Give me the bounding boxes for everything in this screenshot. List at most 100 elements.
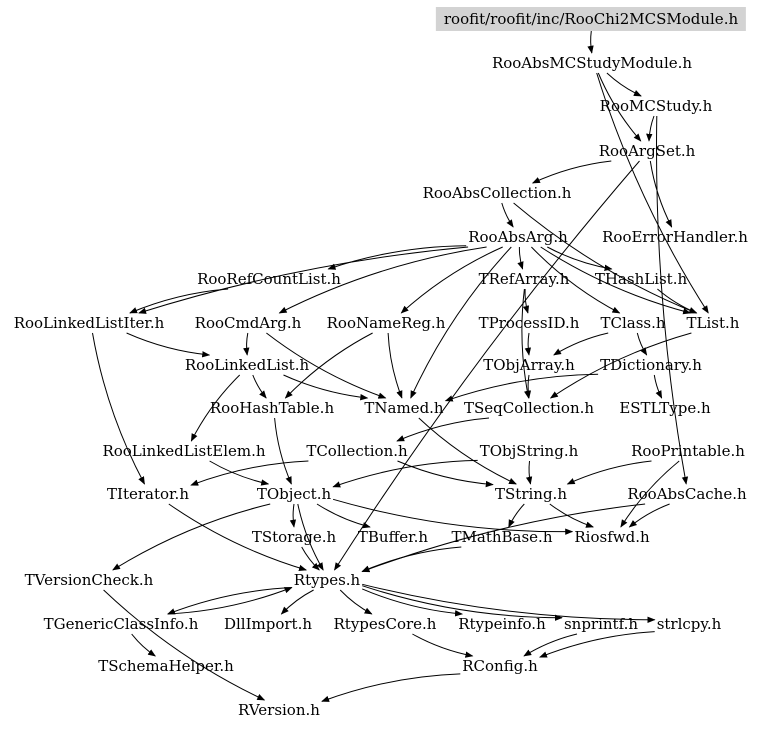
node-rooargset[interactable]: RooArgSet.h <box>598 142 696 160</box>
edge-cmdarg-to-linkedlist <box>243 332 250 356</box>
edge-tmathbase-to-rtypes <box>361 546 462 572</box>
edge-printable-to-riosfwd <box>620 460 680 528</box>
node-tcollection[interactable]: TCollection.h <box>306 442 408 460</box>
node-rooprintable[interactable]: RooPrintable.h <box>631 442 745 460</box>
edge-titerator-to-rtypes <box>168 503 307 572</box>
node-dllimport[interactable]: DllImport.h <box>223 615 313 633</box>
node-roohashtable[interactable]: RooHashTable.h <box>209 399 335 417</box>
edge-tclass-to-tdictionary <box>636 332 648 356</box>
edge-refcountlist-to-linkedlistiter <box>129 288 229 314</box>
node-estltype[interactable]: ESTLType.h <box>619 399 711 417</box>
edge-trefarray-to-tprocessid <box>522 288 530 314</box>
edge-tdictionary-to-estltype <box>653 374 663 399</box>
node-tschemahelper[interactable]: TSchemaHelper.h <box>98 657 234 675</box>
node-roocmdarg[interactable]: RooCmdArg.h <box>194 314 302 332</box>
node-tnamed[interactable]: TNamed.h <box>364 399 444 417</box>
node-roomcstudy[interactable]: RooMCStudy.h <box>599 97 713 115</box>
edge-absarg-to-tnamed <box>410 246 512 399</box>
edge-absmcstudymodule-to-tlist <box>596 72 709 314</box>
edge-rtypes-to-snprintf <box>362 585 563 621</box>
edge-namereg-to-hashtable <box>284 332 373 399</box>
node-rooerrorhandler[interactable]: RooErrorHandler.h <box>602 228 748 246</box>
edge-abscollection-to-tlist <box>513 202 698 314</box>
edge-tcollection-to-tstring <box>397 460 494 488</box>
edge-tobjstring-to-tobject <box>332 459 478 488</box>
node-rversion[interactable]: RVersion.h <box>238 701 320 719</box>
node-snprintf[interactable]: snprintf.h <box>563 615 639 633</box>
edge-absmcstudymodule-to-argset <box>597 72 642 142</box>
edge-rtypes-to-strlcpy <box>362 583 656 624</box>
node-root[interactable]: roofit/roofit/inc/RooChi2MCSModule.h <box>435 7 747 31</box>
edge-tobjstring-to-tstring <box>525 460 533 485</box>
node-rooabscollection[interactable]: RooAbsCollection.h <box>422 184 572 202</box>
edge-rtypes-to-tgenericclassinfo <box>167 587 292 615</box>
node-roolinkedlist[interactable]: RooLinkedList.h <box>184 356 310 374</box>
node-titerator[interactable]: TIterator.h <box>107 485 189 503</box>
node-trefarray[interactable]: TRefArray.h <box>478 270 570 288</box>
edge-tstring-to-tmathbase <box>508 503 525 528</box>
node-rooabsmcstudymodule[interactable]: RooAbsMCStudyModule.h <box>491 54 693 72</box>
edge-printable-to-tstring <box>566 460 652 485</box>
edge-rconfig-to-rversion <box>321 673 461 702</box>
edge-abscollection-to-absarg <box>501 202 514 228</box>
edge-tobject-to-tversioncheck <box>112 503 271 571</box>
node-roolinkedlistiter[interactable]: RooLinkedListIter.h <box>13 314 165 332</box>
node-strlcpy[interactable]: strlcpy.h <box>656 615 722 633</box>
node-rtypeinfo[interactable]: Rtypeinfo.h <box>458 615 546 633</box>
edge-trefarray-to-tseqcollection <box>521 288 531 399</box>
node-roolinkedlistelem[interactable]: RooLinkedListElem.h <box>102 442 266 460</box>
node-tobject[interactable]: TObject.h <box>256 485 332 503</box>
edge-absarg-to-namereg <box>400 246 503 314</box>
node-tstring[interactable]: TString.h <box>495 485 567 503</box>
edge-argset-to-rtypes <box>334 160 640 571</box>
edge-tprocessid-to-tobjarray <box>524 332 531 356</box>
edge-tversioncheck-to-rversion <box>103 589 266 701</box>
edge-absarg-to-cmdarg <box>278 246 487 314</box>
edge-absarg-to-trefarray <box>517 246 524 270</box>
node-roonamereg[interactable]: RooNameReg.h <box>326 314 446 332</box>
edge-absarg-to-refcountlist <box>327 245 467 270</box>
edge-rtypes-to-dllimport <box>280 589 314 615</box>
node-tgenericclassinfo[interactable]: TGenericClassInfo.h <box>43 615 199 633</box>
node-tversioncheck[interactable]: TVersionCheck.h <box>24 571 154 589</box>
node-tmathbase[interactable]: TMathBase.h <box>451 528 553 546</box>
node-tbuffer[interactable]: TBuffer.h <box>357 528 429 546</box>
node-tobjstring[interactable]: TObjString.h <box>479 442 579 460</box>
edge-absarg-to-thashlist <box>547 246 613 271</box>
edge-tclass-to-tobjarray <box>553 332 609 356</box>
edge-tgenericclassinfo-to-tschemahelper <box>131 633 156 657</box>
node-rooabscache[interactable]: RooAbsCache.h <box>627 485 747 503</box>
edge-tdictionary-to-tnamed <box>444 373 599 402</box>
edge-namereg-to-tnamed <box>387 332 403 399</box>
edge-hashtable-to-tobject <box>274 417 292 485</box>
edge-tgenericclassinfo-to-rtypes <box>167 587 293 615</box>
node-rtypescore[interactable]: RtypesCore.h <box>333 615 437 633</box>
node-riosfwd[interactable]: Riosfwd.h <box>574 528 650 546</box>
node-tseqcollection[interactable]: TSeqCollection.h <box>463 399 595 417</box>
edge-absarg-to-tclass <box>531 246 621 314</box>
node-rooabsarg[interactable]: RooAbsArg.h <box>468 228 568 246</box>
node-tlist[interactable]: TList.h <box>686 314 740 332</box>
edge-mcstudy-to-argset <box>646 115 655 142</box>
edge-linkedlistiter-to-linkedlist <box>126 332 211 358</box>
edge-tobject-to-riosfwd <box>332 498 574 535</box>
edge-thashlist-to-tlist <box>657 288 698 314</box>
node-thashlist[interactable]: THashList.h <box>594 270 688 288</box>
edge-rtypes-to-rtypeinfo <box>362 588 463 617</box>
edge-linkedlistelem-to-tobject <box>209 460 270 486</box>
edge-strlcpy-to-rconfig <box>539 631 655 658</box>
node-rtypes[interactable]: Rtypes.h <box>293 571 361 589</box>
node-roorefcountlist[interactable]: RooRefCountList.h <box>197 270 341 288</box>
node-tstorage[interactable]: TStorage.h <box>251 528 337 546</box>
node-tclass[interactable]: TClass.h <box>600 314 666 332</box>
edge-linkedlistiter-to-titerator <box>92 332 145 485</box>
node-tobjarray[interactable]: TObjArray.h <box>483 356 575 374</box>
edge-absarg-to-linkedlistiter <box>138 246 469 314</box>
node-tdictionary[interactable]: TDictionary.h <box>600 356 702 374</box>
edge-linkedlist-to-linkedlistelem <box>190 374 241 442</box>
node-tprocessid[interactable]: TProcessID.h <box>478 314 580 332</box>
edge-rtypes-to-rtypescore <box>339 589 373 615</box>
node-rconfig[interactable]: RConfig.h <box>462 657 538 675</box>
